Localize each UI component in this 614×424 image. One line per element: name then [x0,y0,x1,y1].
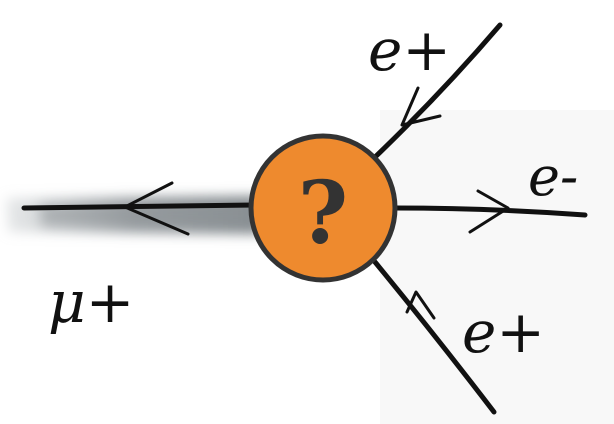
electron-line [392,189,588,234]
positron-bottom-arrow-icon [405,290,436,320]
label-electron: e- [528,145,578,208]
label-positron-bottom: e+ [462,298,545,366]
label-muon: μ+ [48,268,134,336]
electron-arrow-icon [468,189,510,234]
label-positron-top: e+ [368,16,451,84]
vertex-node: ? [248,133,398,283]
positron-top-arrow-icon [400,86,442,127]
vertex-circle [248,133,398,283]
vertex-question-mark: ? [298,163,348,264]
positron-bottom-line [372,259,497,415]
muon-arrow-icon [123,181,190,236]
muon-line [21,181,258,236]
positron-top-line [369,22,503,163]
paper-shading [380,110,614,424]
